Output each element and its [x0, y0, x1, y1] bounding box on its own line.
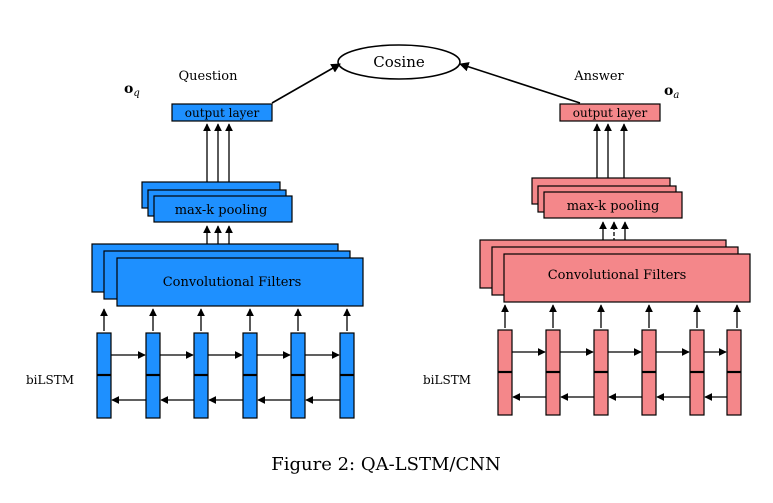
answer-conv-label: Convolutional Filters — [548, 268, 687, 283]
answer-title: Answer — [573, 69, 624, 84]
question-vector-symbol: oq — [124, 81, 140, 99]
answer-output-layer-label: output layer — [573, 106, 648, 120]
question-pooling-label: max-k pooling — [175, 203, 268, 218]
answer-conv-layer — [503, 253, 751, 303]
answer-lstm-label: biLSTM — [423, 373, 471, 387]
question-title: Question — [179, 69, 239, 84]
question-conv-layer — [116, 257, 364, 307]
answer-output-layer — [559, 103, 661, 122]
question-lstm-cells — [96, 308, 355, 419]
answer-lstm-cells — [497, 304, 742, 416]
question-pooling-layer — [153, 195, 293, 223]
figure-caption: Figure 2: QA-LSTM/CNN — [271, 454, 500, 475]
answer-branch: Answer oa output layer max-k pooling Con… — [423, 69, 751, 416]
question-output-layer-label: output layer — [185, 106, 260, 120]
question-lstm-label: biLSTM — [26, 373, 74, 387]
answer-pooling-layer — [543, 191, 683, 219]
answer-to-cosine-arrow — [459, 62, 581, 104]
question-branch: Question oq output layer max-k pooling C… — [26, 69, 364, 419]
cosine-label: Cosine — [373, 53, 425, 71]
question-conv-label: Convolutional Filters — [163, 275, 302, 290]
question-output-layer — [171, 103, 273, 122]
answer-pooling-label: max-k pooling — [567, 199, 660, 214]
question-to-cosine-arrow — [271, 63, 341, 104]
answer-vector-symbol: oa — [664, 83, 679, 101]
cosine-node: Cosine — [337, 44, 461, 80]
